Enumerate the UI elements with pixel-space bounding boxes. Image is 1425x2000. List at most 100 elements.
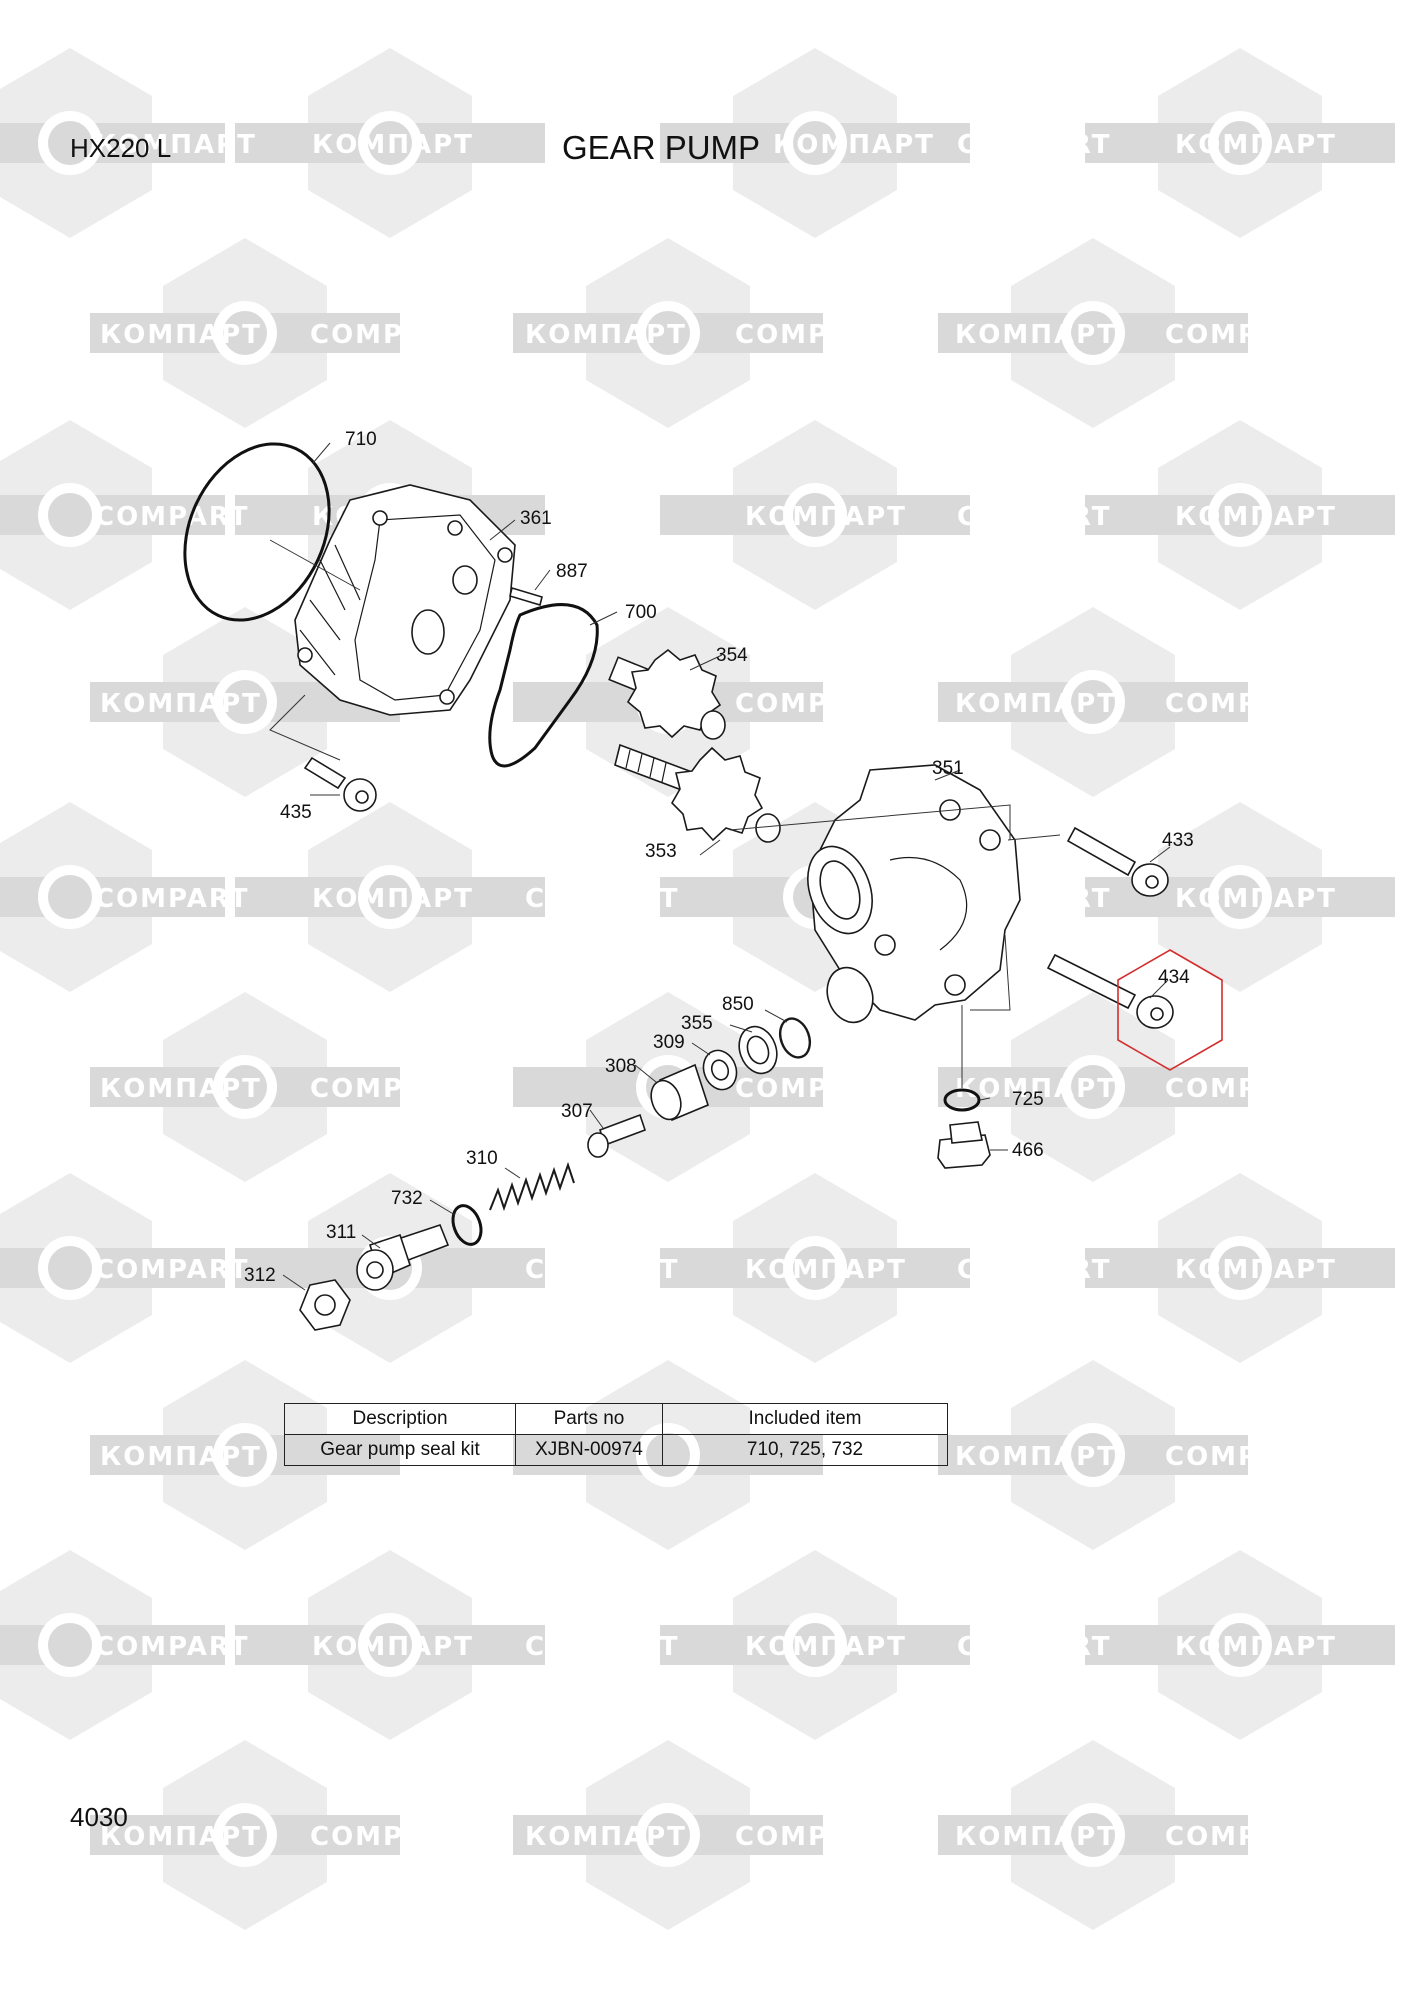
svg-text:КОМПАРТ: КОМПАРТ — [955, 1442, 1117, 1472]
part-351-body[interactable] — [796, 764, 1021, 1029]
part-311-plug[interactable] — [356, 1224, 450, 1291]
svg-text:КОМПАРТ: КОМПАРТ — [1175, 502, 1337, 532]
svg-text:КОМПАРТ: КОМПАРТ — [1175, 884, 1337, 914]
svg-text:КОМПАРТ: КОМПАРТ — [100, 1442, 262, 1472]
part-309-sleeve[interactable] — [698, 1046, 742, 1095]
svg-text:COMPART: COMPART — [1165, 689, 1319, 719]
part-433-bolt[interactable] — [1066, 826, 1169, 897]
callout-435: 435 — [280, 802, 312, 823]
svg-text:КОМПАРТ: КОМПАРТ — [1175, 1255, 1337, 1285]
callout-354: 354 — [716, 645, 748, 666]
table-header-row: Description Parts no Included item — [284, 1403, 948, 1435]
svg-text:COMPART: COMPART — [95, 884, 249, 914]
callout-310: 310 — [466, 1148, 498, 1169]
svg-text:COMPART: COMPART — [95, 502, 249, 532]
cell-included-items: 710, 725, 732 — [662, 1434, 948, 1466]
svg-text:КОМПАРТ: КОМПАРТ — [955, 1074, 1117, 1104]
svg-text:КОМПАРТ: КОМПАРТ — [312, 1632, 474, 1662]
svg-text:КОМПАРТ: КОМПАРТ — [955, 320, 1117, 350]
svg-text:COMPART: COMPART — [310, 320, 464, 350]
part-466-plug[interactable] — [937, 1121, 991, 1169]
callout-361: 361 — [520, 508, 552, 529]
callout-308: 308 — [605, 1056, 637, 1077]
callout-850: 850 — [722, 994, 754, 1015]
part-732-oring[interactable] — [448, 1202, 486, 1248]
callout-312: 312 — [244, 1265, 276, 1286]
table-row[interactable]: Gear pump seal kit XJBN-00974 710, 725, … — [284, 1434, 948, 1466]
svg-text:COMPART: COMPART — [95, 1255, 249, 1285]
part-434-bolt[interactable] — [1046, 953, 1174, 1029]
part-312-nut[interactable] — [299, 1279, 351, 1331]
svg-text:КОМПАРТ: КОМПАРТ — [955, 1822, 1117, 1852]
part-725-oring[interactable] — [943, 1088, 981, 1112]
svg-text:COMPART: COMPART — [957, 1255, 1111, 1285]
parts-table: Description Parts no Included item Gear … — [284, 1403, 948, 1466]
svg-text:COMPART: COMPART — [95, 1632, 249, 1662]
callout-351: 351 — [932, 758, 964, 779]
svg-text:COMPART: COMPART — [735, 689, 889, 719]
model-name: HX220 L — [70, 133, 172, 163]
svg-text:COMPART: COMPART — [957, 1632, 1111, 1662]
callout-887: 887 — [556, 561, 588, 582]
callout-433: 433 — [1162, 830, 1194, 851]
column-header-included-item: Included item — [662, 1403, 948, 1435]
part-361-cover[interactable] — [294, 484, 516, 716]
svg-text:КОМПАРТ: КОМПАРТ — [773, 130, 935, 160]
callout-311: 311 — [326, 1222, 356, 1243]
svg-text:КОМПАРТ: КОМПАРТ — [1175, 130, 1337, 160]
svg-text:COMPART: COMPART — [1165, 1822, 1319, 1852]
part-353-gear-shaft[interactable] — [614, 743, 781, 843]
watermark-labels: КОМПАРТ КОМПАРТ КОМПАРТ COMPART КОМПАРТ … — [95, 130, 1337, 1852]
callout-309: 309 — [653, 1032, 685, 1053]
callout-732: 732 — [391, 1188, 423, 1209]
svg-text:КОМПАРТ: КОМПАРТ — [100, 689, 262, 719]
svg-text:COMPART: COMPART — [735, 320, 889, 350]
part-887-pin[interactable] — [509, 586, 543, 607]
svg-text:COMPART: COMPART — [310, 1822, 464, 1852]
callout-700: 700 — [625, 602, 657, 623]
column-header-parts-no: Parts no — [515, 1403, 663, 1435]
callout-labels: 710 361 887 700 354 435 351 353 433 434 … — [244, 429, 1194, 1286]
part-310-spring[interactable] — [489, 1161, 575, 1212]
svg-text:КОМПАРТ: КОМПАРТ — [95, 130, 257, 160]
highlight-hexagon-434 — [1117, 949, 1223, 1071]
svg-text:COMPART: COMPART — [1165, 1074, 1319, 1104]
svg-text:КОМПАРТ: КОМПАРТ — [745, 1255, 907, 1285]
part-710-oring[interactable] — [157, 420, 356, 643]
svg-text:COMPART: COMPART — [957, 130, 1111, 160]
callout-434: 434 — [1158, 967, 1190, 988]
svg-text:КОМПАРТ: КОМПАРТ — [1175, 1632, 1337, 1662]
callout-307: 307 — [561, 1101, 593, 1122]
part-354-gear[interactable] — [608, 648, 726, 740]
part-355-bearing[interactable] — [733, 1021, 783, 1078]
callout-710: 710 — [345, 429, 377, 450]
svg-text:КОМПАРТ: КОМПАРТ — [955, 689, 1117, 719]
svg-text:COMPART: COMPART — [1165, 320, 1319, 350]
part-850-snap-ring[interactable] — [775, 1014, 815, 1061]
svg-text:COMPART: COMPART — [310, 1074, 464, 1104]
svg-text:КОМПАРТ: КОМПАРТ — [525, 320, 687, 350]
part-307-poppet[interactable] — [587, 1113, 647, 1158]
callout-353: 353 — [645, 841, 677, 862]
callout-355: 355 — [681, 1013, 713, 1034]
svg-text:КОМПАРТ: КОМПАРТ — [745, 502, 907, 532]
svg-text:КОМПАРТ: КОМПАРТ — [100, 1822, 262, 1852]
svg-text:КОМПАРТ: КОМПАРТ — [525, 1822, 687, 1852]
cell-parts-no[interactable]: XJBN-00974 — [515, 1434, 663, 1466]
page-title: GEAR PUMP — [562, 129, 761, 166]
leader-lines — [269, 442, 1171, 1291]
part-308-spool[interactable] — [646, 1063, 709, 1124]
callout-466: 466 — [1012, 1140, 1044, 1161]
svg-text:COMPART: COMPART — [957, 502, 1111, 532]
cell-description: Gear pump seal kit — [284, 1434, 516, 1466]
column-header-description: Description — [284, 1403, 516, 1435]
part-435-bolt[interactable] — [303, 756, 377, 812]
svg-text:КОМПАРТ: КОМПАРТ — [100, 320, 262, 350]
part-700-gasket[interactable] — [488, 603, 599, 768]
svg-text:COMPART: COMPART — [735, 1822, 889, 1852]
svg-text:COMPART: COMPART — [525, 1255, 679, 1285]
page-number: 4030 — [70, 1802, 128, 1832]
svg-text:КОМПАРТ: КОМПАРТ — [312, 884, 474, 914]
